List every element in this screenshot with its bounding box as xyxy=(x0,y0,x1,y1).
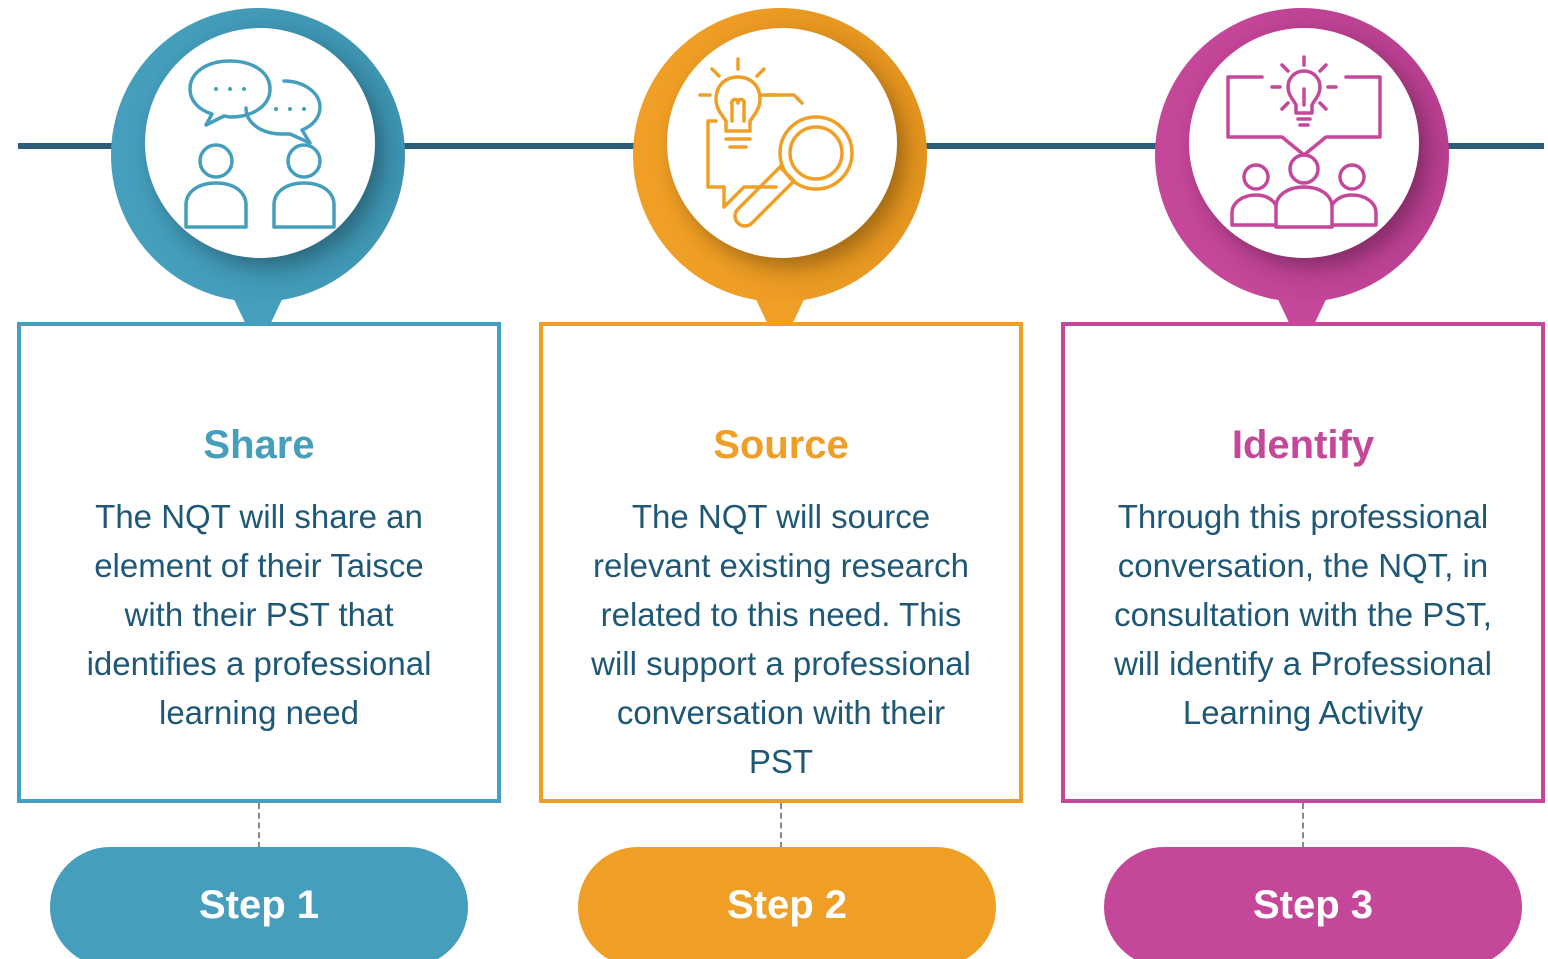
lightbulb-magnifier-icon xyxy=(698,57,854,228)
step-pill: Step 1 xyxy=(50,847,468,959)
step-pill: Step 2 xyxy=(578,847,996,959)
conversation-people-icon xyxy=(184,59,336,229)
step-card: Share The NQT will share an element of t… xyxy=(17,322,501,803)
step-source: Source The NQT will source relevant exis… xyxy=(539,0,1023,959)
marker-icon-holder xyxy=(145,28,375,258)
marker-icon-holder xyxy=(1189,28,1419,258)
step-description: Through this professional conversation, … xyxy=(1114,498,1492,731)
step-title: Source xyxy=(713,423,849,467)
step-pill-label: Step 3 xyxy=(1252,883,1374,927)
step-title: Identify xyxy=(1231,423,1375,467)
dashed-connector xyxy=(258,803,260,848)
dashed-connector xyxy=(780,803,782,848)
step-identify: Identify Through this professional conve… xyxy=(1061,0,1545,959)
step-description: The NQT will share an element of their T… xyxy=(86,498,432,731)
step-card: Identify Through this professional conve… xyxy=(1061,322,1545,803)
step-title: Share xyxy=(203,423,315,467)
step-description: The NQT will source relevant existing re… xyxy=(591,498,971,780)
step-share: Share The NQT will share an element of t… xyxy=(17,0,501,959)
step-pill-label: Step 2 xyxy=(726,883,848,927)
step-pill: Step 3 xyxy=(1104,847,1522,959)
step-card: Source The NQT will source relevant exis… xyxy=(539,322,1023,803)
marker-icon-holder xyxy=(667,28,897,258)
step-pill-label: Step 1 xyxy=(198,883,320,927)
team-idea-icon xyxy=(1226,55,1382,229)
dashed-connector xyxy=(1302,803,1304,848)
